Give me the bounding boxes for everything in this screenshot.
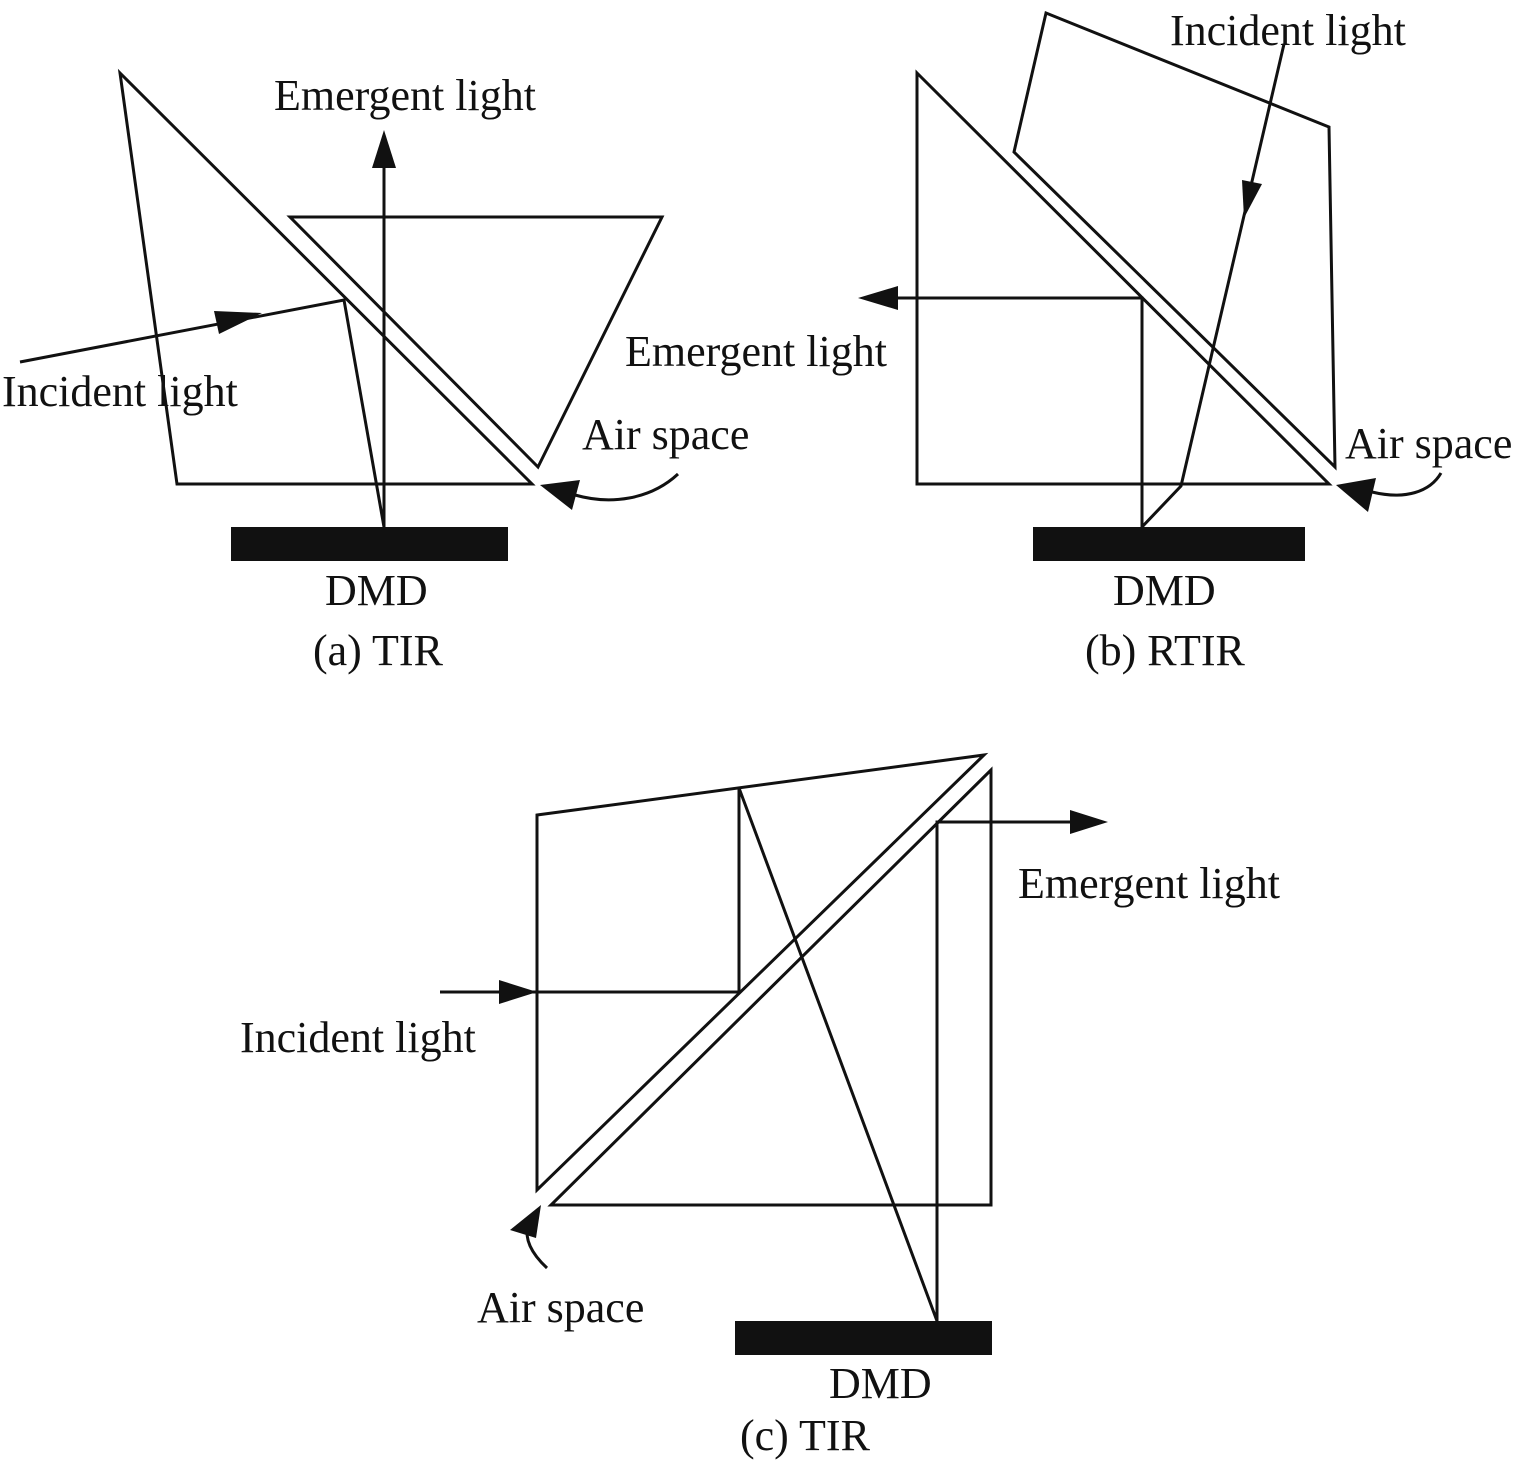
panel-b-incident-label: Incident light	[1170, 6, 1406, 55]
panel-b-incident-ray	[1140, 43, 1286, 529]
panel-c-incident-ray	[440, 787, 939, 1322]
panel-a-incident-ray	[19, 298, 386, 528]
panel-a-air-space-label: Air space	[582, 410, 749, 459]
panel-b-incident-arrowhead	[1242, 180, 1262, 218]
panel-b-dmd-label: DMD	[1113, 566, 1216, 615]
panel-a-dmd-label: DMD	[325, 566, 428, 615]
panel-c-emergent-arrowhead	[1070, 810, 1108, 834]
panel-b-dmd	[1033, 527, 1305, 561]
panel-c-left-prism	[535, 752, 989, 1194]
panel-b-air-space-pointer	[1371, 472, 1443, 497]
panel-c-dmd	[735, 1321, 992, 1355]
panel-c-emergent-label: Emergent light	[1018, 859, 1280, 908]
panel-b: Incident light Emergent light Air space …	[625, 6, 1512, 675]
panel-b-emergent-arrowhead	[858, 286, 898, 310]
panel-b-air-space-label: Air space	[1345, 419, 1512, 468]
panel-a-right-prism	[286, 215, 665, 470]
panel-a: Emergent light Incident light Air space …	[2, 68, 749, 675]
panel-a-dmd	[231, 527, 508, 561]
panel-c-incident-arrowhead	[499, 980, 537, 1004]
panel-b-caption: (b) RTIR	[1085, 626, 1246, 675]
panel-a-incident-arrowhead	[214, 311, 262, 334]
panel-b-emergent-ray	[895, 296, 1144, 527]
panel-a-caption: (a) TIR	[313, 626, 444, 675]
panel-c-incident-label: Incident light	[240, 1013, 476, 1062]
panel-a-air-space-arrowhead	[540, 480, 580, 510]
panel-c-caption: (c) TIR	[740, 1411, 871, 1460]
panel-b-air-space-arrowhead	[1336, 478, 1376, 512]
panel-c-dmd-label: DMD	[829, 1359, 932, 1408]
panel-b-right-prism	[1012, 10, 1337, 471]
panel-a-incident-label: Incident light	[2, 367, 238, 416]
panel-c-emergent-ray	[935, 820, 1072, 1321]
panel-c: Emergent light Incident light Air space …	[240, 752, 1280, 1460]
panel-b-emergent-label: Emergent light	[625, 327, 887, 376]
panel-a-emergent-arrowhead	[372, 130, 396, 168]
panel-a-left-prism	[117, 68, 536, 486]
panel-c-right-prism	[547, 766, 993, 1207]
panel-b-left-prism	[915, 69, 1333, 486]
panel-c-air-space-label: Air space	[477, 1283, 644, 1332]
panel-c-air-space-arrowhead	[510, 1205, 541, 1238]
panel-a-air-space-pointer	[574, 472, 680, 502]
panel-a-emergent-label: Emergent light	[274, 71, 536, 120]
